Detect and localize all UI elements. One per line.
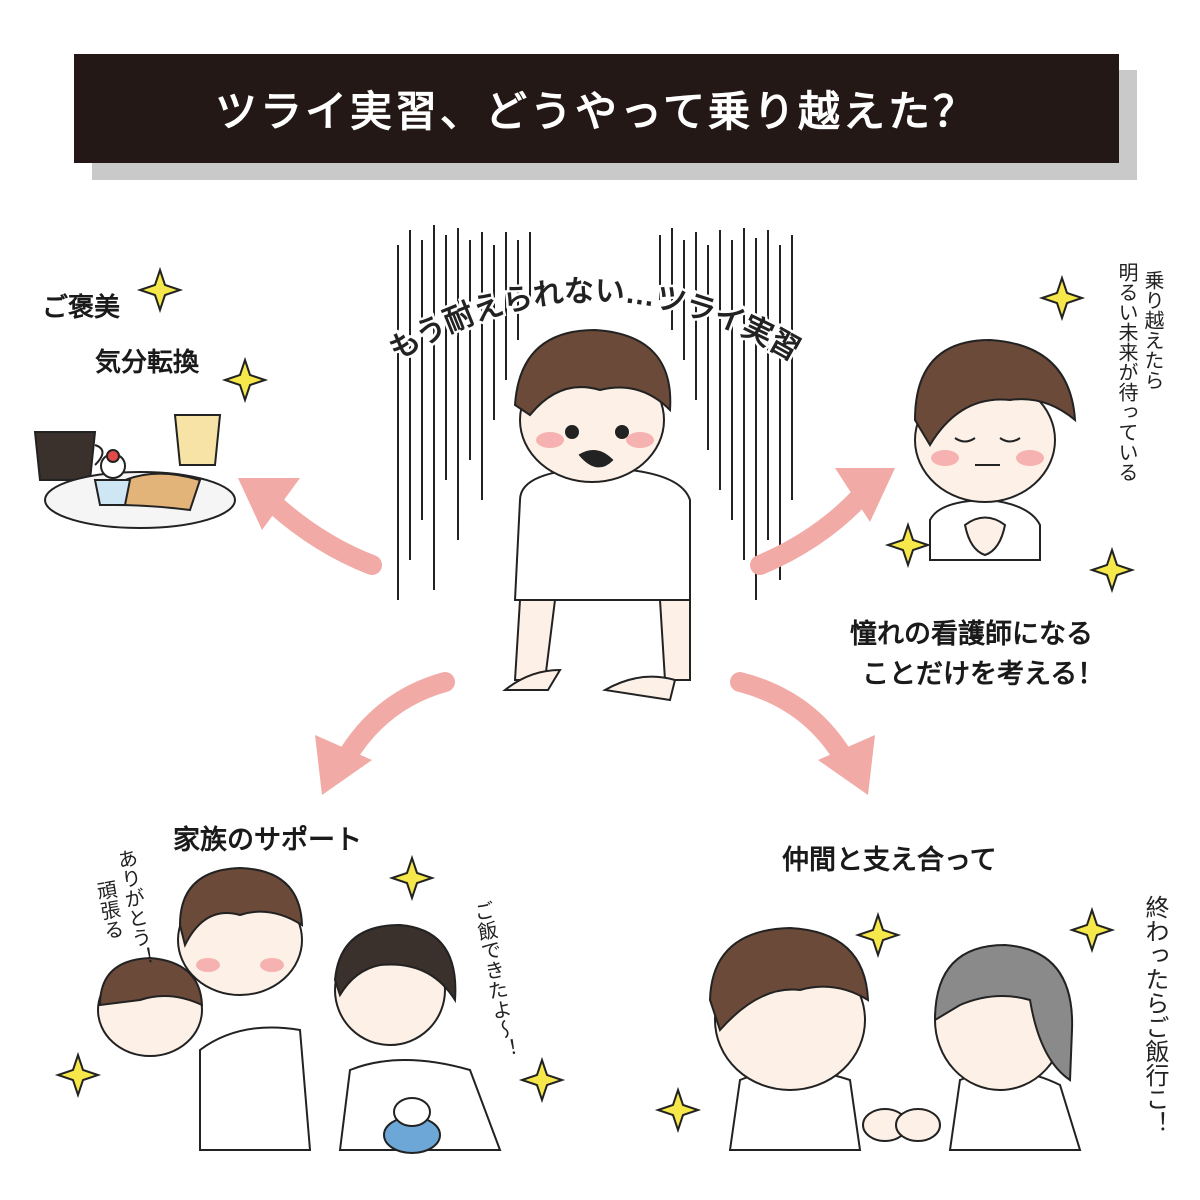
sparkle-icon: [518, 1056, 566, 1104]
friend-speech: 終わったらご飯行こ！: [1141, 895, 1169, 1135]
sparkle-icon: [54, 1051, 102, 1099]
sparkle-icon: [221, 356, 269, 404]
hopeful-character: [913, 338, 1077, 561]
sparkle-icon: [136, 266, 184, 314]
refresh-label: 気分転換: [95, 348, 200, 378]
arrow-to-top-right: [750, 485, 872, 575]
reward-label: ご褒美: [42, 293, 121, 323]
arrows: [265, 485, 872, 770]
thought-line-1: 乗り越えたら: [1141, 270, 1165, 390]
nurse-goal-line-2: ことだけを考える！: [862, 659, 1105, 690]
sparkle-icon: [1068, 906, 1116, 954]
arrow-to-top-left: [265, 495, 382, 575]
sparkle-icon: [654, 1086, 702, 1134]
arrow-to-bottom-left: [335, 672, 455, 770]
sparkle-icon: [1038, 274, 1086, 322]
arrow-to-bottom-right: [730, 672, 855, 770]
nurse-goal-line-1: 憧れの看護師になる: [850, 619, 1093, 650]
speed-lines: [397, 225, 793, 600]
sparkle-icon: [854, 911, 902, 959]
friends-illustration: [708, 926, 1082, 1151]
dessert-illustration: [33, 414, 236, 529]
family-support-label: 家族のサポート: [173, 825, 362, 856]
peer-support-label: 仲間と支え合って: [782, 845, 997, 876]
sparkle-icons: [54, 266, 1136, 1134]
sparkle-icon: [884, 521, 932, 569]
arrow-heads: [238, 468, 895, 795]
page-title: ツライ実習、どうやって乗り越えた？: [215, 87, 978, 136]
family-illustration: [97, 866, 502, 1154]
center-character: [502, 328, 691, 702]
thought-line-2: 明るい未来が待っている: [1115, 262, 1139, 482]
sparkle-icon: [388, 854, 436, 902]
title-banner: ツライ実習、どうやって乗り越えた？: [74, 54, 1119, 163]
sparkle-icon: [1088, 546, 1136, 594]
